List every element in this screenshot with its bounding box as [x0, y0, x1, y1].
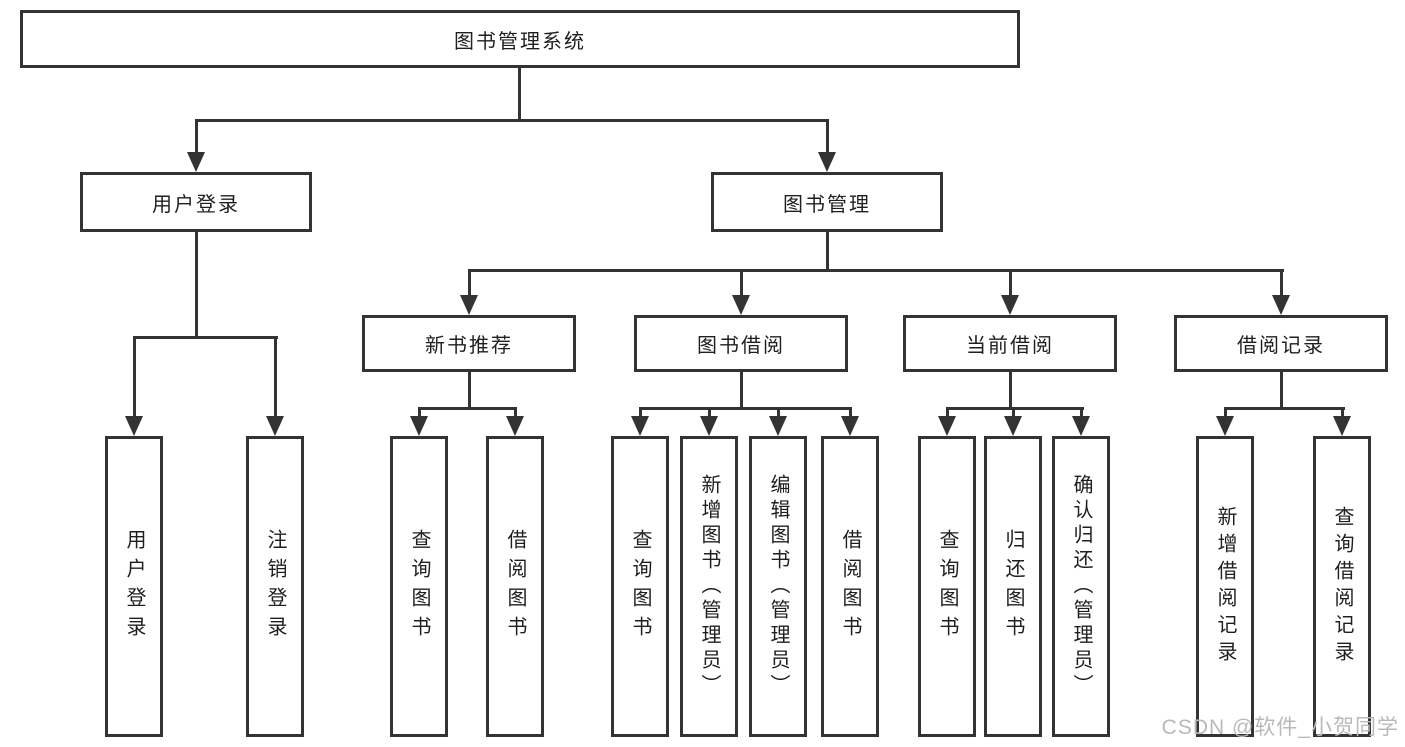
connector-drop-user-login-leaf — [133, 336, 136, 417]
node-book-borrowing-label: 图书借阅 — [697, 335, 785, 357]
node-borrowing-records: 借阅记录 — [1174, 315, 1388, 372]
connector-user-login-bus — [133, 336, 278, 339]
connector-records-stub — [1280, 372, 1283, 410]
node-borrowing-records-label: 借阅记录 — [1237, 335, 1325, 357]
connector-book-management-stub — [826, 232, 829, 272]
arrow-to-rec-query — [410, 416, 428, 436]
leaf-cb-return-books-label: 归还图书 — [1002, 528, 1024, 645]
connector-drop-cb-confirm — [1080, 407, 1083, 418]
connector-recommend-bus — [418, 407, 517, 410]
leaf-rec-borrow-books: 借阅图书 — [486, 436, 544, 737]
node-book-management-system-label: 图书管理系统 — [454, 30, 586, 53]
arrow-to-book-management — [818, 152, 836, 172]
node-new-book-recommend: 新书推荐 — [362, 315, 576, 372]
connector-drop-bb-edit — [777, 407, 780, 418]
leaf-br-add-record-label: 新增借阅记录 — [1214, 505, 1236, 668]
arrow-to-logout-leaf — [266, 416, 284, 436]
leaf-user-login-label: 用户登录 — [123, 528, 145, 645]
node-book-management-label: 图书管理 — [783, 193, 871, 216]
connector-records-bus — [1224, 407, 1345, 410]
node-book-management-system: 图书管理系统 — [20, 10, 1020, 68]
arrow-to-bb-borrow — [841, 416, 859, 436]
leaf-br-query-record-label: 查询借阅记录 — [1331, 505, 1353, 668]
arrow-to-new-book-recommend — [460, 295, 478, 315]
arrow-to-book-borrowing — [732, 295, 750, 315]
connector-drop-rec-borrow — [514, 407, 517, 418]
connector-level2-bus — [195, 119, 829, 122]
connector-drop-cb-return — [1012, 407, 1015, 418]
arrow-to-bb-query — [631, 416, 649, 436]
csdn-watermark: CSDN @软件_小贺同学 — [1161, 716, 1399, 739]
leaf-cb-query-books-label: 查询图书 — [936, 528, 958, 645]
arrow-to-borrowing-records — [1272, 295, 1290, 315]
leaf-bb-borrow-books-label: 借阅图书 — [839, 528, 861, 645]
connector-drop-logout-leaf — [274, 336, 277, 417]
leaf-logout: 注销登录 — [246, 436, 304, 737]
leaf-user-login: 用户登录 — [105, 436, 163, 737]
arrow-to-bb-add — [700, 416, 718, 436]
leaf-rec-query-books: 查询图书 — [390, 436, 448, 737]
connector-current-stub — [1009, 372, 1012, 410]
leaf-logout-label: 注销登录 — [264, 528, 286, 645]
connector-level3-bus — [468, 269, 1284, 272]
connector-borrowing-bus — [639, 407, 851, 410]
arrow-to-user-login — [187, 152, 205, 172]
arrow-to-bb-edit — [769, 416, 787, 436]
connector-drop-book-borrowing — [740, 269, 743, 296]
leaf-rec-query-books-label: 查询图书 — [408, 528, 430, 645]
connector-drop-user-login — [195, 119, 198, 153]
leaf-rec-borrow-books-label: 借阅图书 — [504, 528, 526, 645]
leaf-cb-confirm-return-admin: 确认归还（管理员） — [1052, 436, 1110, 737]
connector-drop-book-management — [826, 119, 829, 153]
node-current-borrowing: 当前借阅 — [903, 315, 1117, 372]
connector-drop-bb-query — [639, 407, 642, 418]
arrow-to-cb-confirm — [1072, 416, 1090, 436]
leaf-bb-add-books-admin-label: 新增图书（管理员） — [698, 474, 720, 699]
node-current-borrowing-label: 当前借阅 — [966, 335, 1054, 357]
leaf-br-add-record: 新增借阅记录 — [1196, 436, 1254, 737]
leaf-bb-query-books-label: 查询图书 — [629, 528, 651, 645]
connector-drop-new-book-recommend — [468, 269, 471, 296]
connector-drop-cb-query — [946, 407, 949, 418]
connector-drop-current-borrowing — [1009, 269, 1012, 296]
connector-drop-bb-add — [708, 407, 711, 418]
node-user-login-label: 用户登录 — [152, 193, 240, 216]
leaf-bb-borrow-books: 借阅图书 — [821, 436, 879, 737]
leaf-bb-add-books-admin: 新增图书（管理员） — [680, 436, 738, 737]
connector-drop-bb-borrow — [849, 407, 852, 418]
arrow-to-br-add — [1216, 416, 1234, 436]
leaf-cb-confirm-return-admin-label: 确认归还（管理员） — [1070, 474, 1092, 699]
arrow-to-br-query — [1333, 416, 1351, 436]
node-user-login: 用户登录 — [80, 172, 312, 232]
leaf-cb-return-books: 归还图书 — [984, 436, 1042, 737]
connector-borrowing-stub — [740, 372, 743, 410]
connector-user-login-stub — [195, 232, 198, 338]
arrow-to-rec-borrow — [506, 416, 524, 436]
connector-drop-br-query — [1341, 407, 1344, 418]
arrow-to-cb-return — [1004, 416, 1022, 436]
node-book-management: 图书管理 — [711, 172, 943, 232]
connector-root-stub — [518, 68, 521, 120]
node-book-borrowing: 图书借阅 — [634, 315, 848, 372]
connector-drop-borrowing-records — [1280, 269, 1283, 296]
arrow-to-current-borrowing — [1001, 295, 1019, 315]
arrow-to-user-login-leaf — [125, 416, 143, 436]
leaf-bb-edit-books-admin: 编辑图书（管理员） — [749, 436, 807, 737]
node-new-book-recommend-label: 新书推荐 — [425, 335, 513, 357]
connector-drop-rec-query — [418, 407, 421, 418]
leaf-bb-query-books: 查询图书 — [611, 436, 669, 737]
connector-current-bus — [946, 407, 1084, 410]
connector-drop-br-add — [1224, 407, 1227, 418]
leaf-br-query-record: 查询借阅记录 — [1313, 436, 1371, 737]
arrow-to-cb-query — [938, 416, 956, 436]
leaf-cb-query-books: 查询图书 — [918, 436, 976, 737]
connector-recommend-stub — [468, 372, 471, 410]
leaf-bb-edit-books-admin-label: 编辑图书（管理员） — [767, 474, 789, 699]
